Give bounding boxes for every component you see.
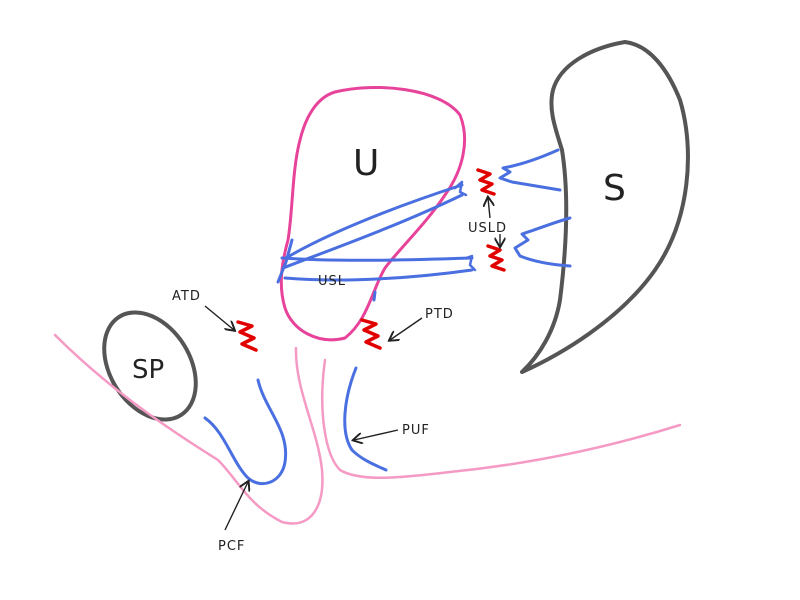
usl-frayed-end-lower [464, 254, 477, 272]
label-symphysis-pubis: SP [132, 355, 164, 385]
defect-marker-atd [236, 320, 258, 352]
anterior-vaginal-wall [53, 333, 324, 525]
label-sacrum: S [603, 168, 626, 209]
usl-sacral-attachment-upper [498, 148, 562, 192]
defect-marker-usld-upper [476, 168, 496, 196]
defect-marker-ptd [360, 318, 382, 350]
label-usl: USL [318, 274, 346, 289]
puf-arrow [354, 429, 399, 440]
rectovaginal-fascia [343, 366, 388, 472]
usl-frayed-end-upper [453, 180, 468, 197]
usl-lower-band-lower [283, 268, 474, 282]
label-uterus: U [353, 143, 379, 184]
symphysis-pubis-outline [102, 310, 198, 422]
atd-arrow [204, 305, 234, 330]
ptd-arrow [390, 317, 423, 340]
usl-cervix-edge [276, 238, 294, 284]
usl-upper-band-lower [281, 193, 464, 270]
label-usld: USLD [468, 221, 507, 236]
defect-marker-usld-lower [486, 244, 506, 272]
usl-upper-band [284, 183, 464, 260]
usld-arrow-up [488, 198, 490, 219]
pubocervical-fascia [203, 378, 288, 485]
sacrum-outline [520, 40, 690, 374]
label-atd: ATD [172, 289, 201, 304]
pcf-arrow [224, 482, 248, 531]
label-puf: PUF [402, 423, 430, 438]
label-pcf: PCF [218, 539, 245, 554]
ptd-tick [372, 290, 377, 302]
usl-sacral-attachment-lower [513, 216, 572, 268]
usl-lower-band [280, 256, 474, 262]
uterus-outline [279, 86, 467, 342]
posterior-vaginal-wall [321, 358, 682, 480]
label-ptd: PTD [425, 307, 454, 322]
